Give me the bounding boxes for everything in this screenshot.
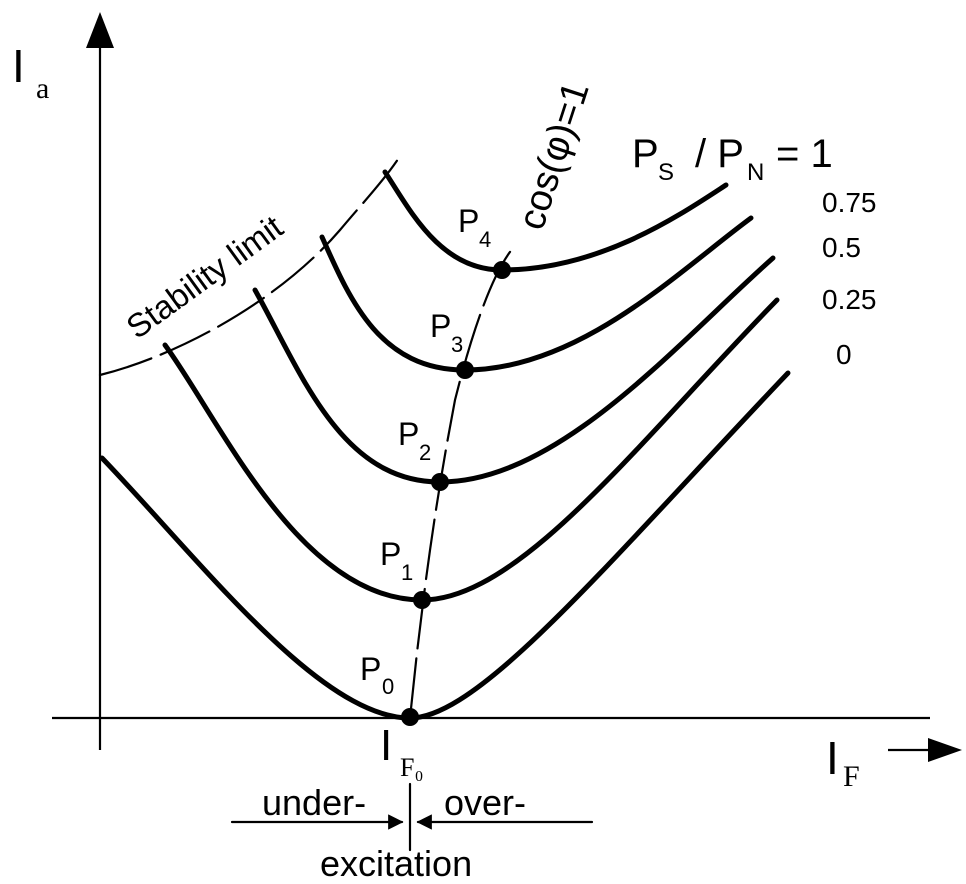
origin-subscript: F₀ [400, 753, 424, 782]
x-axis-arrowhead [928, 738, 962, 762]
svg-text:= 1: = 1 [776, 132, 833, 176]
load-label-0.5: 0.5 [822, 232, 861, 263]
excitation-label: excitation [320, 843, 472, 884]
x-axis-label: I [826, 732, 839, 784]
operating-point-p4 [493, 261, 511, 279]
load-label-0.75: 0.75 [822, 187, 877, 218]
over-excitation-label: over- [444, 782, 526, 823]
operating-point-p3 [456, 361, 474, 379]
stability-limit-curve [98, 151, 404, 377]
svg-text:2: 2 [419, 440, 431, 465]
y-axis-label: I [12, 40, 25, 92]
svg-text:4: 4 [479, 227, 491, 252]
y-axis-subscript: a [36, 72, 49, 105]
point-label-p0: P 0 [360, 651, 394, 699]
svg-text:P: P [632, 132, 659, 176]
svg-text:P: P [380, 536, 401, 572]
svg-text:S: S [658, 159, 674, 186]
svg-text:/ P: / P [695, 132, 744, 176]
load-ratio-label: P S / P N = 1 [632, 132, 833, 186]
point-label-p2: P 2 [398, 416, 431, 465]
v-curve-load-0.5 [252, 255, 776, 485]
v-curve-load-0.75 [319, 215, 754, 373]
under-excitation-label: under- [262, 782, 366, 823]
origin-label: I [380, 721, 392, 770]
operating-point-p2 [431, 473, 449, 491]
svg-text:P: P [430, 308, 451, 344]
stability-limit-label: Stability limit [119, 208, 289, 346]
operating-point-p0 [401, 708, 419, 726]
svg-text:P: P [360, 651, 381, 687]
point-label-p4: P 4 [458, 203, 491, 252]
v-curve-load-0 [99, 370, 791, 721]
y-axis-arrowhead [86, 12, 114, 48]
svg-text:N: N [747, 159, 764, 186]
point-label-p3: P 3 [430, 308, 463, 357]
unity-power-factor-line [408, 246, 515, 720]
operating-point-p1 [413, 591, 431, 609]
svg-text:0: 0 [382, 674, 394, 699]
svg-text:1: 1 [401, 560, 413, 585]
svg-text:P: P [398, 416, 419, 452]
load-label-0: 0 [836, 339, 852, 370]
svg-text:P: P [458, 203, 479, 239]
point-label-p1: P 1 [380, 536, 413, 585]
x-axis-subscript: F [843, 760, 860, 793]
unity-power-factor-label: cos(φ)=1 [511, 77, 598, 235]
load-label-0.25: 0.25 [822, 284, 877, 315]
svg-text:3: 3 [451, 332, 463, 357]
